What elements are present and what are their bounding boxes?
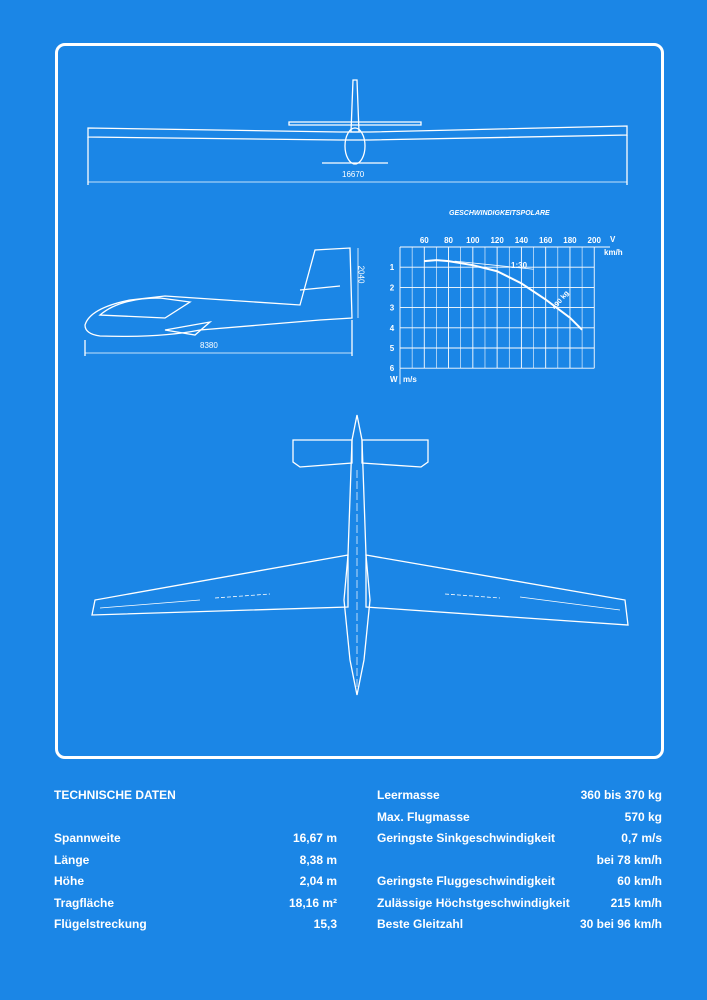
- x-tick-label: 140: [515, 236, 529, 245]
- spec-label: Geringste Fluggeschwindigkeit: [377, 874, 556, 888]
- y-tick-label: 4: [390, 324, 395, 333]
- spec-value: 570 kg: [624, 809, 662, 824]
- length-dimension: 8380: [200, 341, 218, 350]
- x-tick-label: 60: [420, 236, 429, 245]
- spec-value: 15,3: [313, 917, 337, 931]
- spec-value: 30 bei 96 km/h: [579, 917, 662, 931]
- spec-label: Länge: [54, 852, 90, 867]
- y-tick-label: 3: [390, 304, 395, 313]
- spec-label: Höhe: [54, 874, 84, 888]
- spec-value: 18,16 m²: [288, 895, 337, 910]
- x-axis-unit: km/h: [604, 248, 623, 257]
- spec-label: Tragfläche: [54, 895, 115, 910]
- drawing-frame: [55, 43, 664, 759]
- spec-value: 8,38 m: [299, 852, 337, 867]
- polar-curve: [424, 259, 583, 331]
- spec-label: Beste Gleitzahl: [377, 917, 464, 931]
- y-tick-label: 5: [390, 344, 395, 353]
- y-tick-label: 1: [390, 263, 395, 272]
- glide-ratio-line: [454, 260, 534, 270]
- x-tick-label: 120: [490, 236, 504, 245]
- x-tick-label: 180: [563, 236, 577, 245]
- span-dimension: 16670: [342, 170, 365, 179]
- y-axis-unit: m/s: [403, 375, 417, 384]
- chart-title: GESCHWINDIGKEITSPOLARE: [449, 210, 550, 217]
- spec-value: 0,7 m/s: [621, 831, 662, 845]
- spec-value: 360 bis 370 kg: [580, 788, 662, 802]
- spec-label: Leermasse: [377, 788, 440, 802]
- spec-value: 16,67 m: [292, 831, 337, 845]
- spec-value: 2,04 m: [299, 874, 337, 888]
- spec-label: Spannweite: [54, 831, 121, 845]
- specs-title: TECHNISCHE DATEN: [54, 788, 176, 802]
- x-axis-symbol: V: [610, 235, 616, 244]
- y-tick-label: 2: [390, 283, 395, 292]
- height-dimension: 2040: [356, 265, 366, 284]
- x-tick-label: 100: [466, 236, 480, 245]
- spec-label: Zulässige Höchstgeschwindigkeit: [377, 895, 570, 910]
- spec-value: bei 78 km/h: [596, 852, 662, 867]
- front-view: [87, 79, 628, 185]
- spec-value: 60 km/h: [617, 874, 662, 888]
- x-tick-label: 160: [539, 236, 553, 245]
- spec-value: 215 km/h: [610, 895, 662, 910]
- spec-label: Flügelstreckung: [54, 917, 147, 931]
- speed-polar-chart: 60 80 100 120 140 160 180 200 1 2 3 4 5 6: [390, 236, 611, 385]
- spec-label: Geringste Sinkgeschwindigkeit: [377, 831, 556, 845]
- y-tick-label: 6: [390, 364, 395, 373]
- spec-label: Max. Flugmasse: [377, 809, 470, 824]
- x-tick-label: 200: [588, 236, 602, 245]
- top-view: [91, 414, 629, 696]
- side-view: [84, 247, 359, 356]
- y-axis-symbol: W: [390, 375, 398, 384]
- glide-ratio-annotation: 1:30: [511, 261, 528, 270]
- x-tick-label: 80: [444, 236, 453, 245]
